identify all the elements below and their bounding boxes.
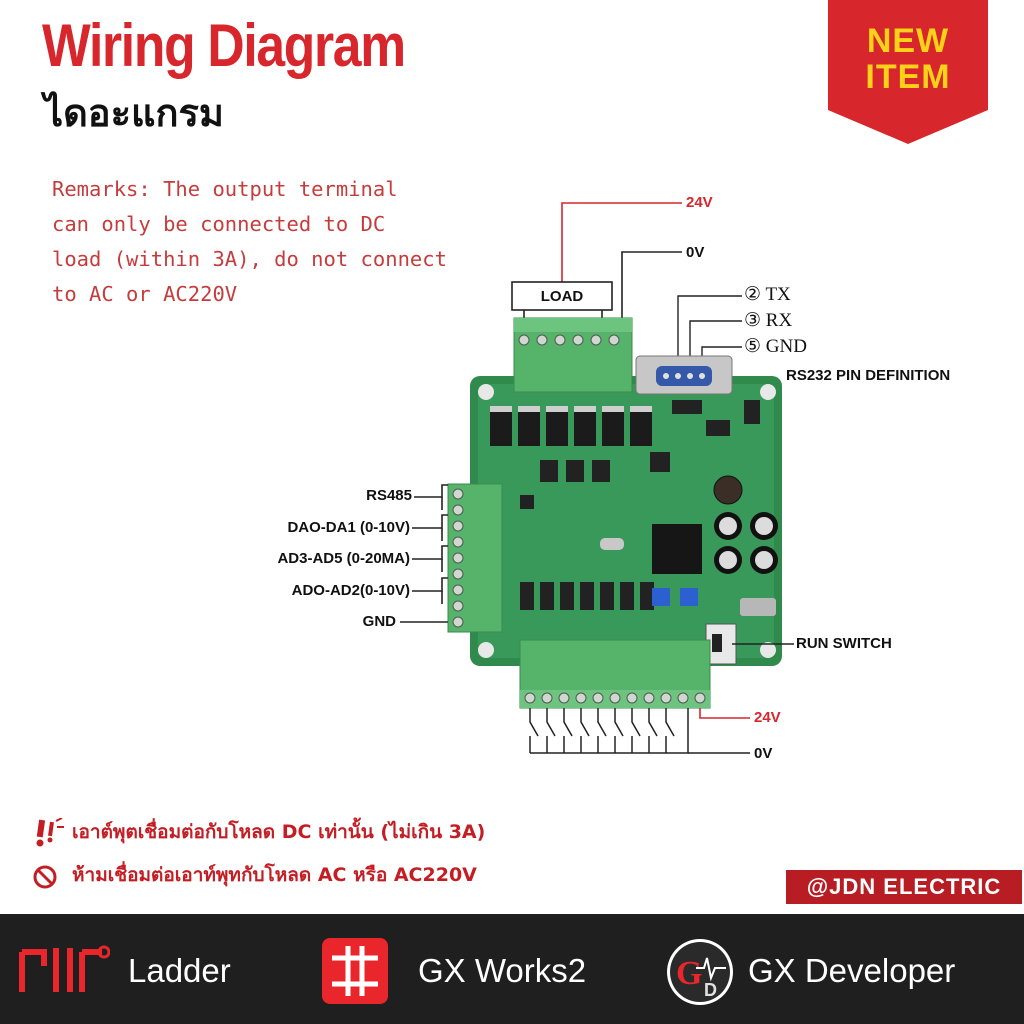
left-terminal-block	[447, 483, 503, 633]
gnd-label: GND	[362, 613, 396, 630]
input-24v-label: 24V	[754, 709, 781, 726]
remarks-line: load (within 3A), do not connect	[52, 247, 447, 271]
input-terminal-block	[519, 639, 711, 709]
capacitors	[714, 512, 778, 574]
page-title: Wiring Diagram	[42, 12, 406, 79]
rs485-label: RS485	[366, 487, 412, 504]
ado-ad2-label: ADO-AD2(0-10V)	[291, 582, 410, 599]
rs232-gnd-label: ⑤ GND	[744, 336, 807, 357]
gx-developer-logo-icon: G D	[667, 939, 733, 1005]
input-24v-wire	[699, 708, 750, 719]
rs232-db9-connector	[635, 355, 733, 395]
mcu-chip	[652, 524, 702, 574]
output-0v-label: 0V	[686, 244, 705, 261]
new-item-badge: NEW ITEM	[828, 0, 988, 144]
inductor	[713, 475, 743, 505]
rs232-pin-definition-label: RS232 PIN DEFINITION	[786, 367, 951, 384]
page-subtitle: ไดอะแกรม	[44, 91, 224, 135]
left-label-wires	[400, 484, 448, 623]
remarks-line: can only be connected to DC	[52, 212, 386, 236]
output-transistors	[490, 412, 652, 446]
software-footer: Ladder GX Works2 G D GX Developer	[0, 914, 1024, 1024]
remarks-block: Remarks: The output terminal can only be…	[52, 172, 482, 312]
ladder-logo-icon	[19, 945, 110, 992]
input-switch-wires	[529, 708, 750, 754]
output-24v-label: 24V	[686, 194, 713, 211]
badge-ribbon-shape	[828, 0, 988, 144]
remarks-line: to AC or AC220V	[52, 282, 238, 306]
run-switch-label: RUN SWITCH	[796, 635, 892, 652]
remarks-line: Remarks: The output terminal	[52, 177, 398, 201]
footer-item-gx-developer: GX Developer	[748, 952, 956, 989]
load-label: LOAD	[540, 288, 584, 305]
svg-text:D: D	[704, 980, 717, 1000]
output-24v-wire	[561, 202, 682, 282]
rs232-tx-label: ② TX	[744, 284, 791, 305]
svg-text:G: G	[676, 955, 702, 992]
brand-tag: @JDN ELECTRIC	[786, 870, 1022, 904]
output-terminal-block	[513, 317, 633, 393]
footer-item-ladder: Ladder	[128, 952, 231, 989]
output-dc-warning: เอาต์พุตเชื่อมต่อกับโหลด DC เท่านั้น (ไม…	[72, 821, 486, 843]
gx-works2-logo-icon	[322, 938, 388, 1004]
footer-item-gx-works2: GX Works2	[418, 952, 587, 989]
badge-line-new: NEW	[866, 22, 950, 60]
badge-line-item: ITEM	[865, 58, 951, 96]
dao-da1-label: DAO-DA1 (0-10V)	[287, 519, 410, 536]
ac-prohibit-warning: ห้ามเชื่อมต่อเอาท์พุทกับโหลด AC หรือ AC2…	[72, 864, 477, 886]
rs232-rx-label: ③ RX	[744, 310, 793, 331]
input-optocouplers	[520, 582, 654, 610]
prohibit-icon	[33, 865, 57, 889]
input-0v-label: 0V	[754, 745, 773, 762]
output-wires	[511, 251, 682, 320]
ad3-ad5-label: AD3-AD5 (0-20MA)	[277, 550, 410, 567]
warning-icon	[36, 818, 64, 847]
